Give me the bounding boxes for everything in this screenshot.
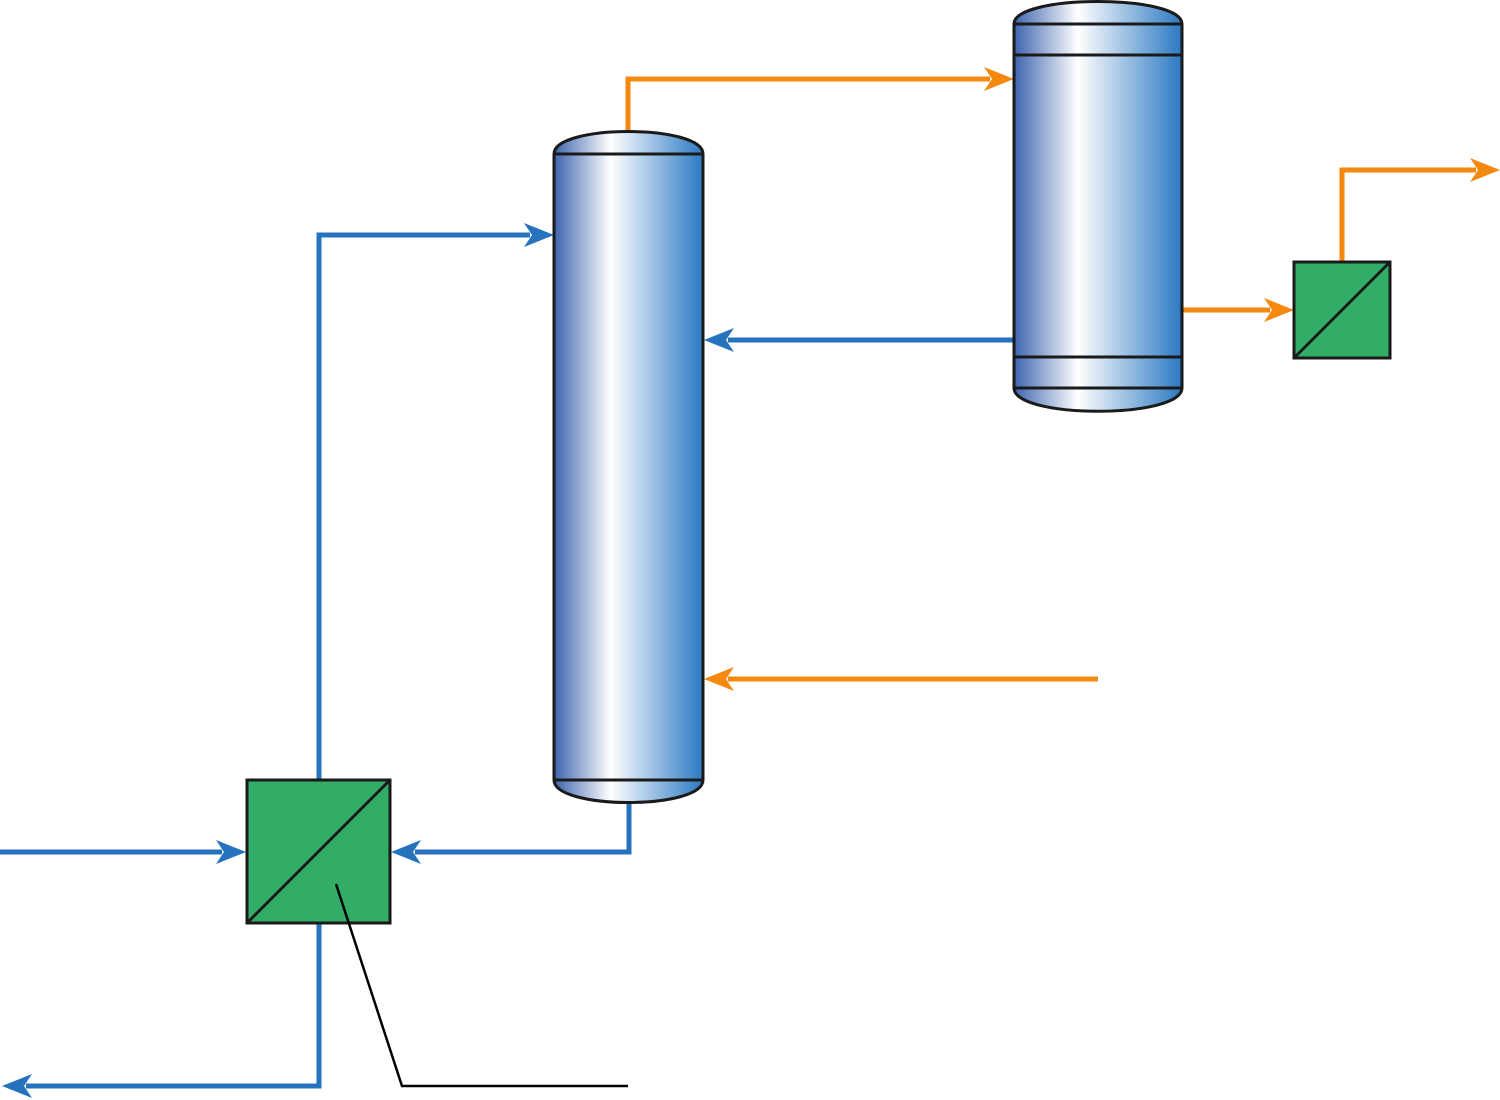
vessel-to-condenser-stream-arrowhead — [1264, 298, 1294, 322]
column-overhead-stream-line — [625, 76, 990, 132]
column-bottoms-stream-line — [415, 802, 632, 855]
vessel-return-stream-arrowhead — [704, 328, 734, 352]
column-overhead-stream-arrowhead — [984, 67, 1014, 91]
absorber-column[interactable] — [552, 130, 705, 804]
condenser-product-stream-line — [1339, 167, 1476, 262]
stripper-vessel[interactable] — [1012, 0, 1184, 413]
exchanger-outlet-stream-line — [26, 923, 322, 1089]
gas-inlet-stream-arrowhead — [704, 667, 734, 691]
liquid-streams — [0, 223, 1014, 1098]
column-bottoms-stream-arrowhead — [391, 840, 421, 864]
main-heat-exchanger-diagonal — [245, 778, 392, 925]
exchanger-to-column-stream-arrowhead — [524, 223, 554, 247]
condenser-heat-exchanger[interactable] — [1292, 260, 1392, 360]
exchanger-to-column-stream-line — [316, 232, 530, 780]
main-heat-exchanger[interactable] — [245, 778, 392, 925]
exchanger-outlet-stream-arrowhead — [2, 1074, 32, 1098]
absorber-column-body — [552, 130, 705, 804]
condenser-product-stream-arrowhead — [1470, 158, 1500, 182]
feed-stream-arrowhead — [216, 840, 246, 864]
condenser-heat-exchanger-diagonal — [1292, 260, 1392, 360]
exchanger-leader-line — [334, 883, 628, 1088]
gas-streams — [625, 67, 1500, 691]
stripper-vessel-body — [1012, 0, 1184, 413]
